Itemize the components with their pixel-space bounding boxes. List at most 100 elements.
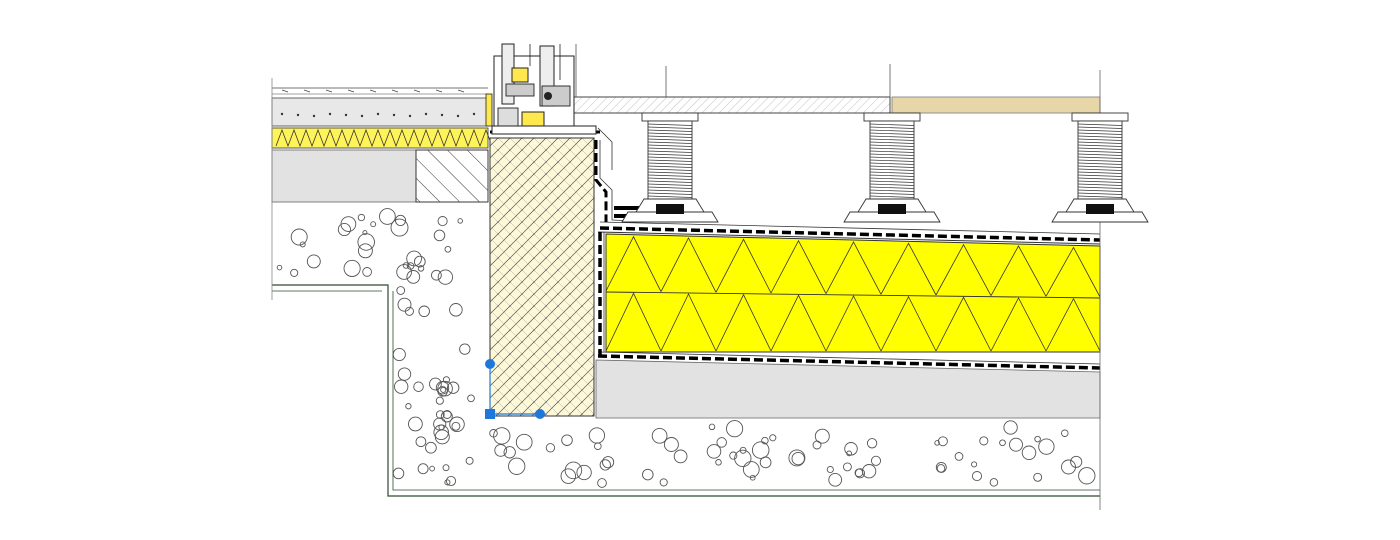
pedestal-thread (1077, 138, 1123, 141)
insulation-zigzag-top (605, 235, 1101, 298)
window-profile-chamber (505, 83, 535, 97)
pedestal-thread (1077, 150, 1123, 153)
aggregate-pebble (846, 450, 852, 457)
aggregate-pebble (415, 436, 427, 448)
pedestal-1 (621, 112, 719, 223)
pedestal-thread (869, 159, 915, 162)
pedestal-thread (869, 174, 915, 177)
window-profile-chamber-3 (497, 107, 519, 127)
aggregate-pebble (397, 367, 412, 381)
aggregate-pebble (362, 267, 372, 277)
aggregate-pebble (449, 303, 463, 317)
screed-dot (424, 112, 428, 116)
aggregate-pebble (564, 461, 583, 480)
pedestal-thread (647, 132, 693, 135)
aggregate-pebble (396, 264, 412, 280)
aggregate-pebble (1038, 438, 1055, 455)
aggregate-pebble (404, 306, 414, 316)
pedestal-thread (869, 144, 915, 147)
pedestal-thread (647, 183, 693, 186)
aggregate-pebble (1034, 435, 1041, 443)
aggregate-pebble (866, 438, 878, 449)
aggregate-pebble (742, 461, 760, 478)
pedestal-thread (869, 156, 915, 159)
pedestal-thread (869, 141, 915, 144)
floor-tile-tick (391, 89, 399, 93)
insulation-layer-split (605, 291, 1101, 299)
aggregate-pebble (340, 216, 357, 232)
aggregate-pebble (451, 421, 461, 431)
grip-circle-icon (485, 359, 495, 369)
pedestal-thread (1077, 159, 1123, 162)
aggregate-pebble (449, 416, 465, 433)
pedestal-thread (647, 147, 693, 150)
aggregate-pebble (429, 465, 435, 472)
aggregate-pebble (1003, 420, 1018, 435)
pedestal-thread (869, 177, 915, 180)
window-frame-profile (485, 43, 597, 135)
pedestal-thread (1077, 177, 1123, 180)
pedestal-head (1071, 112, 1129, 122)
aggregate-pebble (437, 269, 454, 285)
pedestal-thread (869, 168, 915, 171)
pedestal-thread (647, 177, 693, 180)
aggregate-pebble (357, 233, 375, 251)
aggregate-pebble (842, 462, 852, 472)
aggregate-pebble (357, 213, 366, 222)
floor-finish-left (271, 97, 489, 127)
pedestal-thread (869, 183, 915, 186)
aggregate-pebble (814, 428, 830, 444)
membrane-top-dashed (599, 226, 1101, 242)
pedestal-head (863, 112, 921, 122)
screed-dot (440, 113, 444, 117)
membrane-top-line (599, 221, 1101, 235)
aggregate-pebble (440, 410, 453, 423)
floor-tile-tick (347, 89, 355, 93)
aggregate-pebble (854, 468, 864, 478)
pedestal-thread (1077, 171, 1123, 174)
aggregate-pebble (493, 427, 511, 445)
aggregate-pebble (413, 381, 424, 392)
floor-tile-tick (303, 89, 311, 93)
aggregate-pebble (651, 427, 668, 444)
concrete-aggregate (276, 208, 1096, 488)
aggregate-pebble (1033, 472, 1043, 482)
aggregate-pebble (769, 434, 777, 442)
aggregate-pebble (726, 420, 744, 438)
pedestal-thread (869, 180, 915, 183)
floor-tile-tick (457, 89, 465, 93)
aggregate-pebble (442, 410, 452, 419)
pedestal-thread (869, 126, 915, 129)
pedestal-thread (647, 162, 693, 165)
aggregate-pebble (406, 262, 415, 270)
flashing-line (597, 127, 613, 170)
aggregate-pebble (791, 451, 805, 466)
aggregate-pebble (734, 449, 752, 468)
pedestal-thread (1077, 144, 1123, 147)
aggregate-pebble (508, 457, 526, 475)
floor-tile-tick (413, 89, 421, 93)
pedestal-thread (647, 153, 693, 156)
slab-outline-outer (272, 284, 1100, 497)
aggregate-pebble (457, 218, 463, 224)
aggregate-pebble (396, 286, 406, 295)
pedestal-thread (869, 189, 915, 192)
aggregate-pebble (503, 446, 516, 459)
pedestal-thread (647, 135, 693, 138)
aggregate-pebble (406, 270, 421, 284)
pedestal-thread (869, 138, 915, 141)
aggregate-pebble (729, 451, 738, 460)
pedestal-pad (878, 204, 906, 214)
pedestal-thread (647, 144, 693, 147)
aggregate-pebble (761, 436, 769, 445)
aggregate-pebble (979, 436, 989, 446)
aggregate-pebble (1061, 429, 1069, 437)
aggregate-pebble (489, 429, 498, 438)
hatched-wedge (415, 149, 489, 203)
pedestal-thread (1077, 132, 1123, 135)
aggregate-pebble (1070, 455, 1083, 468)
screed-dot (392, 113, 396, 117)
screed-main (595, 359, 1101, 419)
pedestal-thread (1077, 165, 1123, 168)
